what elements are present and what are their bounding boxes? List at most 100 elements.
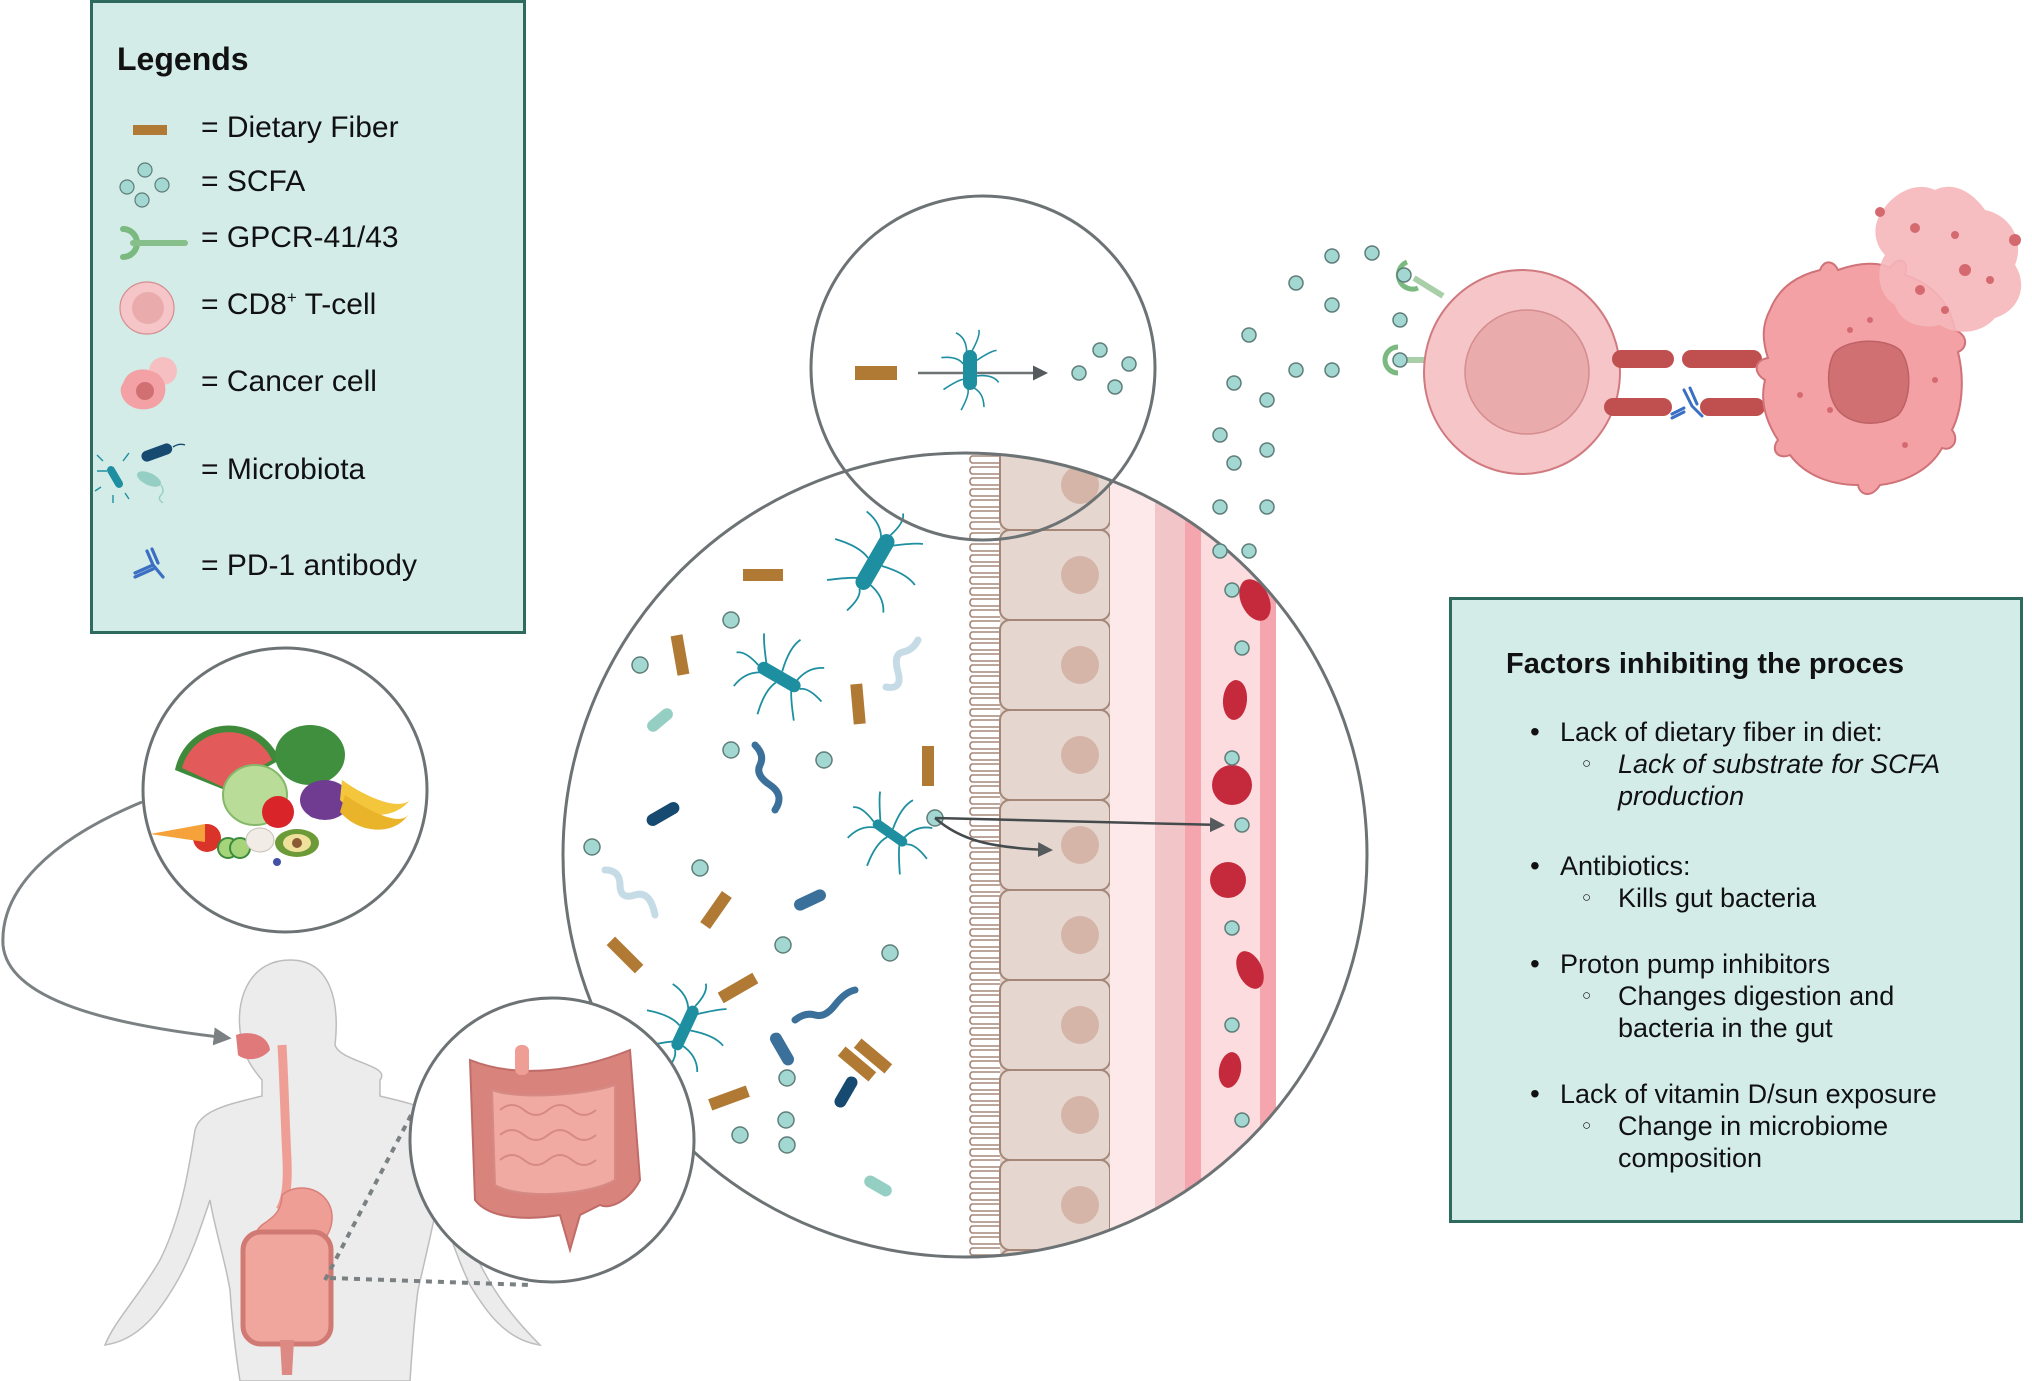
red-blood-cell (1218, 1052, 1242, 1088)
epithelial-nucleus (1061, 1276, 1099, 1314)
red-blood-cell (1236, 951, 1264, 989)
fermentation-inset (809, 194, 1157, 542)
red-blood-cell (1222, 680, 1248, 720)
epithelial-nucleus (1061, 1186, 1099, 1224)
debris-dot (1951, 231, 1959, 239)
cancer-cell-icon (120, 357, 177, 410)
debris-dot (1910, 223, 1920, 233)
legend-item-microbiota: = Microbiota (93, 443, 523, 503)
legend-label: = CD8+ T-cell (201, 288, 377, 321)
microvilli (969, 453, 1000, 1257)
scfa-molecule (774, 936, 792, 954)
debris-dot (1932, 377, 1938, 383)
scfa-molecule (691, 859, 709, 877)
immune-interaction (1382, 186, 2022, 495)
factor-sub: Lack of substrate for SCFA production (1530, 748, 2010, 812)
scfa-molecule (1324, 297, 1340, 313)
dietary-fiber (717, 972, 759, 1004)
spiral-bacterium (751, 741, 783, 814)
dietary-fiber (708, 1085, 750, 1111)
bacterium-icon (941, 329, 1000, 411)
spiral-bacterium (601, 866, 659, 919)
scfa-molecule (778, 1136, 796, 1154)
factors-title: Factors inhibiting the proces (1506, 648, 1904, 680)
factor-sub: Changes digestion and bacteria in the gu… (1530, 980, 1958, 1044)
dietary-fiber (922, 746, 934, 786)
scfa-icon (119, 162, 170, 208)
tcr-bar-upper-left (1612, 350, 1674, 368)
scfa-molecule (1259, 442, 1275, 458)
factor-main: Lack of dietary fiber in diet: (1530, 716, 2010, 748)
debris-dot (1847, 327, 1853, 333)
scfa-molecule (1324, 362, 1340, 378)
factor-main: Lack of vitamin D/sun exposure (1530, 1078, 2010, 1110)
scfa-molecule (1241, 543, 1257, 559)
scfa-molecule (1224, 920, 1240, 936)
scfa-cluster (1071, 342, 1137, 395)
gpcr-receptor-upper (1395, 259, 1445, 299)
gpcr-receptor-icon (120, 226, 188, 260)
scfa-molecule (1224, 750, 1240, 766)
scfa-molecule (1241, 327, 1257, 343)
red-blood-cell (1212, 765, 1252, 805)
legend-panel: Legends = Dietary Fiber = SCFA = GPCR-41… (90, 0, 526, 634)
cancer-cell-debris (1875, 186, 2022, 332)
cd8-t-cell-icon (119, 281, 175, 335)
rod-bacterium (834, 1076, 858, 1108)
epithelial-nucleus (1061, 646, 1099, 684)
flagellated-bacterium (643, 983, 727, 1074)
gpcr-receptor-lower (1382, 344, 1427, 376)
scfa-molecule (1224, 582, 1240, 598)
rod-bacterium (794, 889, 826, 911)
legend-label: = SCFA (201, 165, 306, 198)
flagellated-bacterium (733, 633, 825, 721)
dietary-fiber-icon (133, 125, 167, 135)
scfa-molecule (1226, 455, 1242, 471)
food-to-mouth-arrow (1, 800, 232, 1046)
spiral-bacterium (791, 986, 859, 1024)
intestine (240, 1229, 334, 1347)
scfa-molecule (1226, 375, 1242, 391)
cancer-debris-dots (1797, 207, 2021, 448)
scfa-trail (1212, 245, 1408, 559)
pdl1-bar-lower-right (1700, 398, 1765, 416)
vessel-wall-left (1185, 453, 1201, 1257)
scfa-molecule (1212, 427, 1228, 443)
debris-dot (1827, 407, 1833, 413)
red-blood-cell (1210, 862, 1246, 898)
flagellated-bacterium (826, 510, 924, 613)
scfa-molecule (778, 1069, 796, 1087)
scfa-molecule (1259, 392, 1275, 408)
debris-dot (1797, 392, 1803, 398)
pd1-antibody-icon (1670, 386, 1704, 420)
scfa-molecule (1259, 499, 1275, 515)
human-body-figure (103, 959, 543, 1381)
scfa-molecule (1234, 817, 1250, 833)
lamina-propria (1110, 453, 1155, 1257)
legend-item-dietary-fiber: = Dietary Fiber (93, 101, 523, 161)
factor-item-antibiotics: Antibiotics: Kills gut bacteria (1530, 850, 2010, 914)
debris-dot (1959, 264, 1971, 276)
intestinal-wall-inset (561, 451, 1369, 1314)
epithelial-nucleus (1061, 1006, 1099, 1044)
scfa-molecule (731, 1126, 749, 1144)
scfa-molecule (1212, 499, 1228, 515)
scfa-molecule (1121, 356, 1137, 372)
factor-main: Proton pump inhibitors (1530, 948, 2010, 980)
legend-item-scfa: = SCFA (93, 155, 523, 215)
legend-item-cd8-t-cell: = CD8+ T-cell (93, 278, 523, 338)
scfa-molecule (777, 1111, 795, 1129)
legend-label: = PD-1 antibody (201, 549, 417, 582)
submucosa-band (1155, 453, 1185, 1257)
microbiota-icon (94, 443, 186, 503)
legend-label: = Cancer cell (201, 365, 377, 398)
scfa-molecule (1364, 245, 1380, 261)
debris-dot (1902, 442, 1908, 448)
scfa-molecule (1107, 379, 1123, 395)
dietary-fiber (837, 1046, 877, 1082)
epithelial-nucleus (1061, 1096, 1099, 1134)
factor-item-dietary-fiber: Lack of dietary fiber in diet: Lack of s… (1530, 716, 2010, 812)
pd1-antibody-icon (133, 547, 165, 579)
legend-item-gpcr: = GPCR-41/43 (93, 211, 523, 271)
debris-dot (1875, 207, 1885, 217)
